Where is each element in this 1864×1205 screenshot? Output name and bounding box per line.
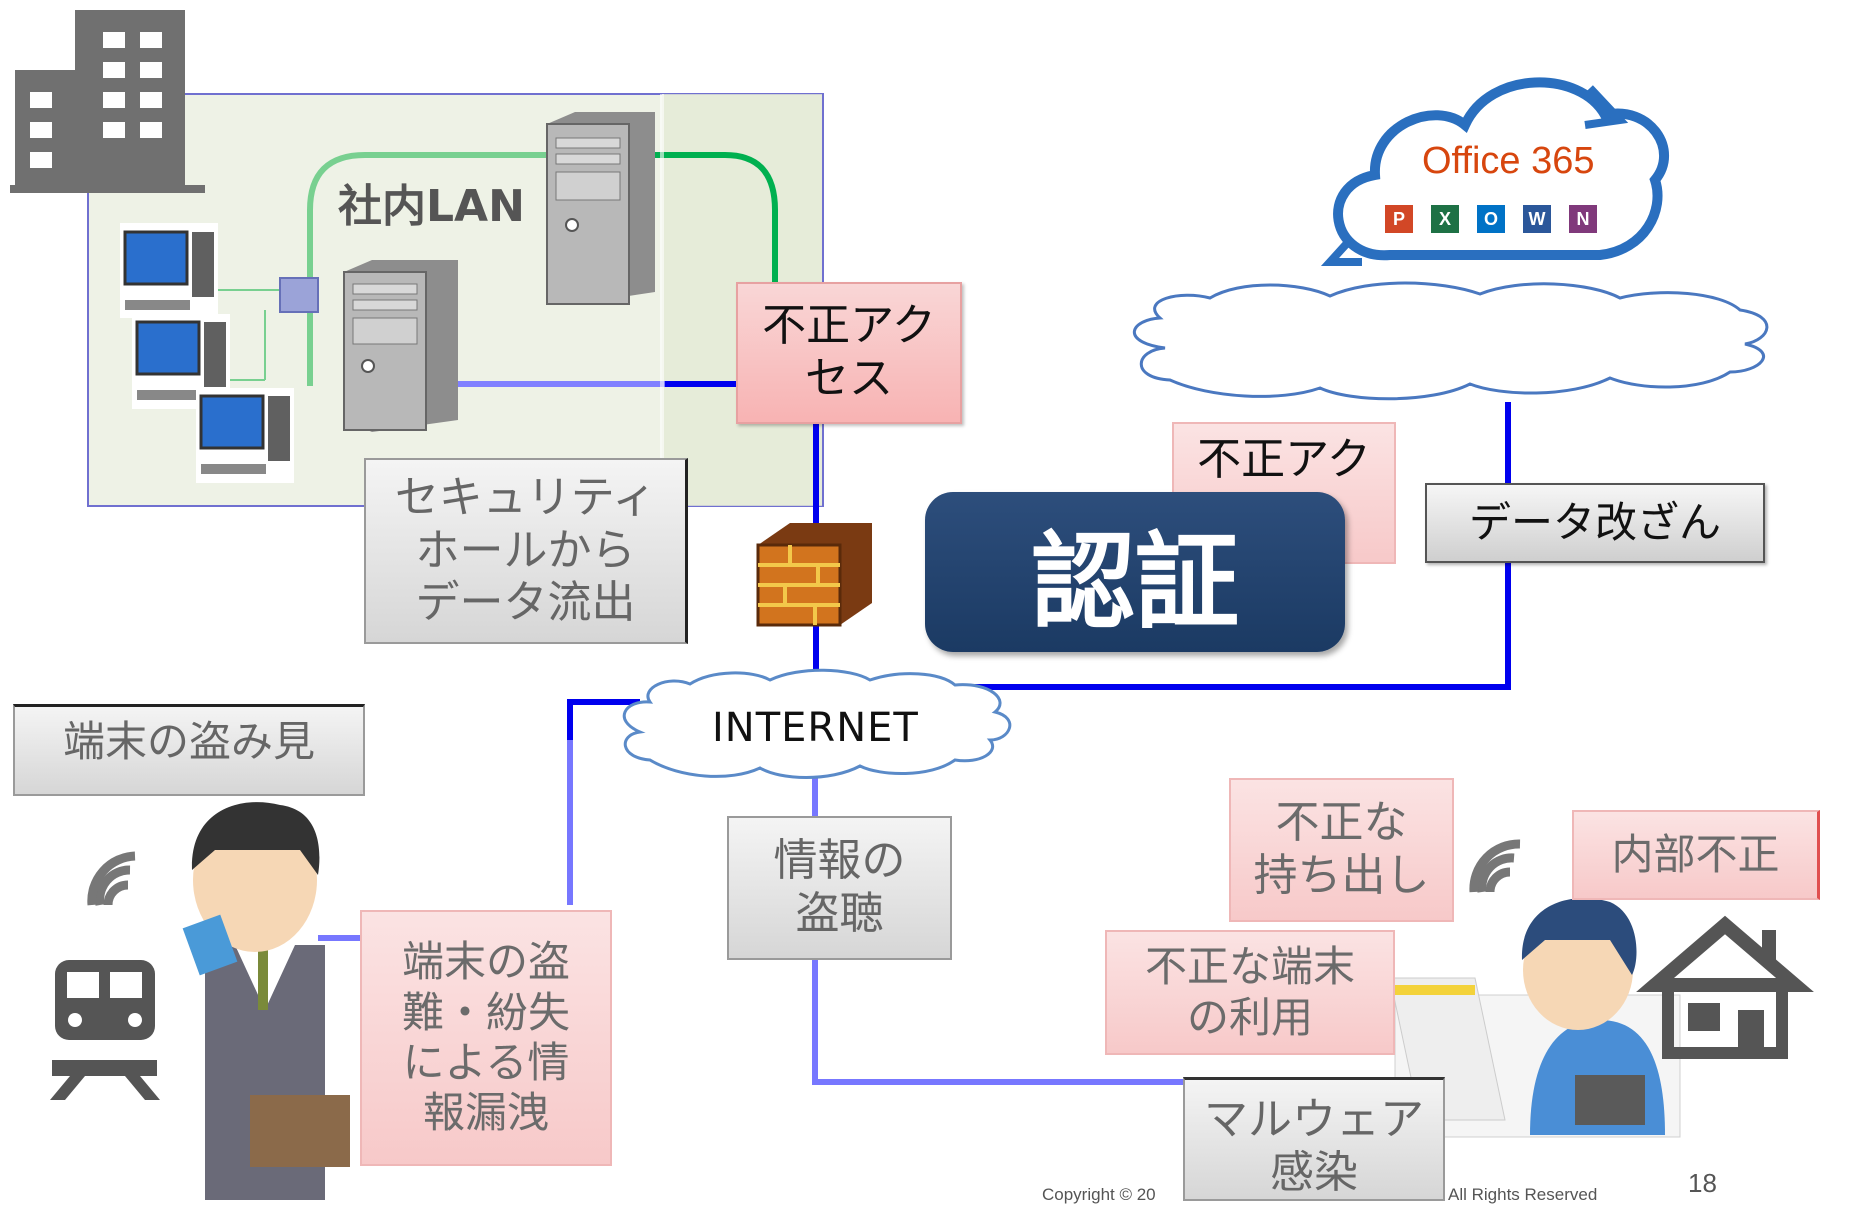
lan-loop-light <box>307 152 560 386</box>
authentication-label: 認証 <box>1030 520 1239 643</box>
pc-icon-1 <box>120 223 218 318</box>
building-windows <box>30 32 162 168</box>
businessman-icon <box>182 802 350 1200</box>
network-switch <box>279 277 319 313</box>
threat-peeking: 端末の盗み見 <box>13 704 365 796</box>
threat-security-hole: セキュリティ ホールから データ流出 <box>364 458 688 644</box>
excel-icon: X <box>1431 205 1459 233</box>
threat-internal-fraud: 内部不正 <box>1572 810 1820 900</box>
pc-icon-3 <box>196 388 294 483</box>
internet-label: INTERNET <box>712 705 919 751</box>
threat-unauthorized-access-lan: 不正アク セス <box>736 282 962 424</box>
threat-device-misuse: 不正な端末 の利用 <box>1105 930 1395 1055</box>
page-number: 18 <box>1688 1168 1717 1198</box>
word-icon: W <box>1523 205 1551 233</box>
server-icon-2 <box>343 260 458 432</box>
lan-fade <box>660 94 664 644</box>
powerpoint-icon: P <box>1385 205 1413 233</box>
onenote-icon: N <box>1569 205 1597 233</box>
office-worker-icon <box>1389 898 1681 1138</box>
house-icon <box>1636 915 1814 1059</box>
train-icon <box>50 960 160 1100</box>
office365-brand: Office 365 <box>1422 140 1595 182</box>
building-icon <box>10 10 205 193</box>
footer-copyright-left: Copyright © 20 <box>1042 1185 1156 1204</box>
authentication-box: 認証 <box>925 492 1345 652</box>
pc-icon-2 <box>132 314 230 409</box>
threat-device-theft: 端末の盗 難・紛失 による情 報漏洩 <box>360 910 612 1166</box>
wifi-icon-right <box>1469 839 1521 893</box>
threat-takeout: 不正な 持ち出し <box>1229 778 1454 922</box>
office365-app-icons: P X O W N <box>1385 205 1597 233</box>
outlook-icon: O <box>1477 205 1505 233</box>
lan-loop-green <box>655 152 778 290</box>
server-icon-1 <box>546 112 655 305</box>
wifi-icon-left <box>87 851 136 906</box>
link-left-top <box>567 699 640 900</box>
cloud-outline <box>1132 281 1769 401</box>
internet-cloud-shape <box>622 668 1012 779</box>
train-windows <box>67 972 142 1027</box>
footer-copyright-right: All Rights Reserved <box>1448 1185 1598 1204</box>
firewall-icon <box>756 523 872 627</box>
threat-eavesdrop: 情報の 盗聴 <box>727 816 952 960</box>
office365-logo: Office 365 <box>1422 140 1595 183</box>
lan-label: 社内LAN <box>338 181 525 232</box>
threat-data-tampering: データ改ざん <box>1425 483 1765 563</box>
threat-malware: マルウェア 感染 <box>1183 1077 1445 1201</box>
